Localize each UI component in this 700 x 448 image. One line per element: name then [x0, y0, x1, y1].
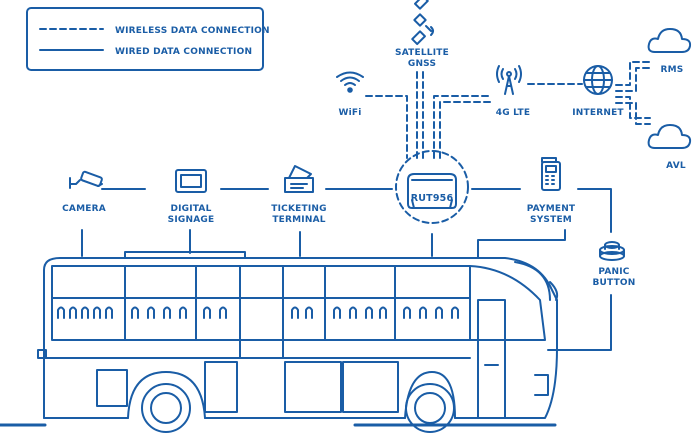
avl-label: AVL [666, 161, 686, 171]
ticket-icon [284, 165, 314, 193]
labels: WIRELESS DATA CONNECTION WIRED DATA CONN… [62, 26, 686, 288]
cloud-icon-rms [647, 28, 692, 53]
panic-label-line1: PANIC [598, 267, 629, 277]
rms-link-b [615, 67, 651, 92]
bus-rear-wheel [127, 371, 206, 433]
panic-button-icon [599, 241, 625, 261]
bus-icon [0, 251, 559, 433]
signage-label-line1: DIGITAL [170, 204, 211, 214]
wifi-link [365, 95, 408, 159]
ticketing-label-line1: TICKETING [271, 204, 326, 214]
legend-wireless-label: WIRELESS DATA CONNECTION [115, 26, 270, 36]
bus-body [43, 257, 558, 419]
bus-front-door [477, 299, 506, 419]
avl-link-a [615, 96, 651, 119]
wired-connections [81, 188, 612, 351]
payment-label-line1: PAYMENT [527, 204, 576, 214]
wifi-icon [336, 71, 364, 93]
camera-icon [69, 170, 103, 189]
bus-window-band [51, 265, 471, 341]
cloud-icon-avl [647, 124, 692, 149]
router-icon [407, 173, 457, 209]
payment-panic-wire [577, 188, 612, 233]
camera-label: CAMERA [62, 204, 106, 214]
lte-label: 4G LTE [496, 108, 531, 118]
rms-label: RMS [661, 65, 684, 75]
wifi-label: WiFi [338, 108, 361, 118]
payment-label-line2: SYSTEM [530, 215, 572, 225]
legend [26, 7, 264, 71]
rms-link-a [615, 61, 651, 86]
payment-terminal-icon [541, 157, 561, 191]
router-wireless-ring [395, 150, 469, 224]
globe-icon [583, 65, 613, 95]
avl-link-b [615, 102, 651, 125]
satellite-label-line1: SATELLITE [395, 48, 449, 58]
legend-box [26, 7, 264, 71]
payment-drop [477, 229, 566, 259]
satellite-icon [411, 0, 434, 46]
antenna-tower-icon [496, 65, 522, 95]
wireless-connections [365, 61, 651, 224]
satellite-label-line2: GNSS [408, 59, 436, 69]
lte-link-a [433, 95, 491, 159]
lte-link-b [439, 101, 491, 159]
ticketing-label-line2: TERMINAL [272, 215, 325, 225]
signage-label-line2: SIGNAGE [168, 215, 215, 225]
router-label: RUT956 [411, 193, 454, 204]
internet-label: INTERNET [572, 108, 624, 118]
legend-wired-label: WIRED DATA CONNECTION [115, 47, 252, 57]
bus-window-arches [57, 306, 459, 319]
monitor-icon [175, 169, 207, 193]
panic-label-line2: BUTTON [592, 278, 635, 288]
panic-bus-wire [547, 294, 612, 351]
bus-front-wheel [404, 371, 456, 433]
